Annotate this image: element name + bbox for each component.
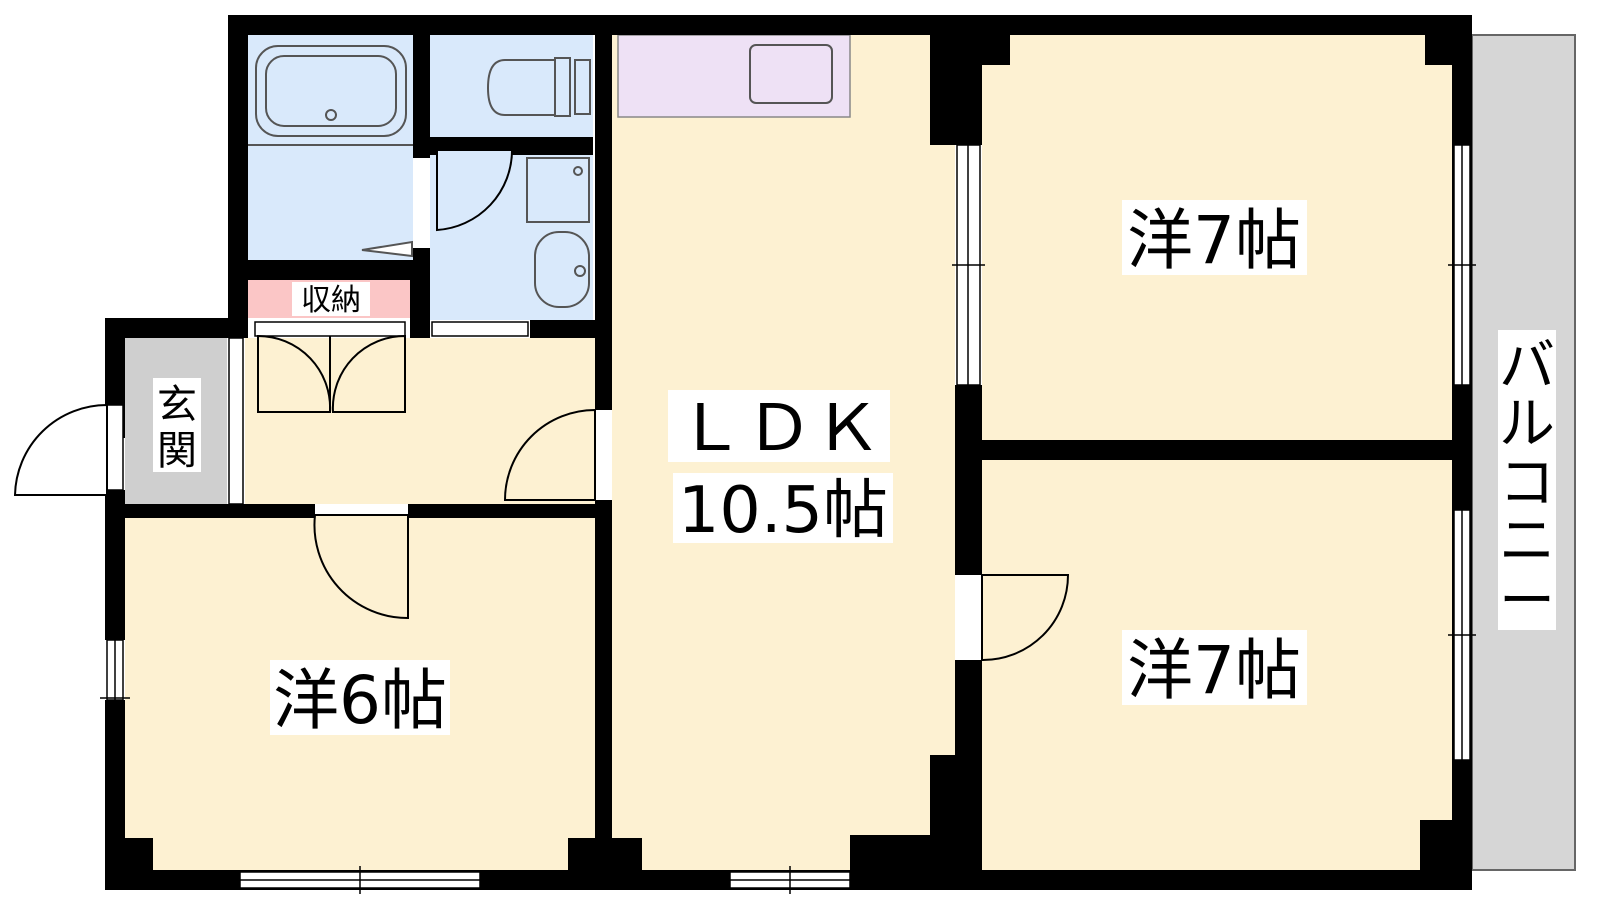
toilet — [486, 59, 556, 116]
ldk-size-label: 10.5帖 — [678, 474, 888, 548]
balcony-label-5: ー — [1499, 569, 1555, 634]
entrance-label-2: 関 — [157, 428, 197, 474]
washbasin — [526, 157, 590, 223]
toilet-floor — [430, 35, 593, 137]
labels: ＬＤＫ 10.5帖 洋7帖 洋7帖 洋6帖 収納 玄 関 バ ル コ ニ ー — [153, 200, 1556, 739]
bathtub — [255, 45, 407, 137]
bathroom-floor — [248, 35, 413, 260]
storage-label: 収納 — [301, 283, 361, 318]
balcony-label-2: ル — [1499, 392, 1555, 457]
room-west-left-label: 洋6帖 — [273, 662, 447, 739]
room-west-bottom-label: 洋7帖 — [1127, 632, 1301, 709]
kitchen-sink — [749, 44, 833, 104]
room-west-top-label: 洋7帖 — [1127, 202, 1301, 279]
fixtures — [248, 44, 833, 308]
entrance-door — [13, 403, 108, 496]
kitchen-counter — [617, 34, 851, 118]
windows — [100, 144, 1476, 894]
entrance-label-1: 玄 — [157, 382, 197, 428]
ldk-label: ＬＤＫ — [677, 392, 882, 466]
balcony-label-3: コ — [1499, 451, 1555, 516]
doors — [13, 149, 1070, 662]
balcony-label-4: ニ — [1499, 509, 1555, 574]
balcony-label-1: バ — [1499, 334, 1555, 399]
